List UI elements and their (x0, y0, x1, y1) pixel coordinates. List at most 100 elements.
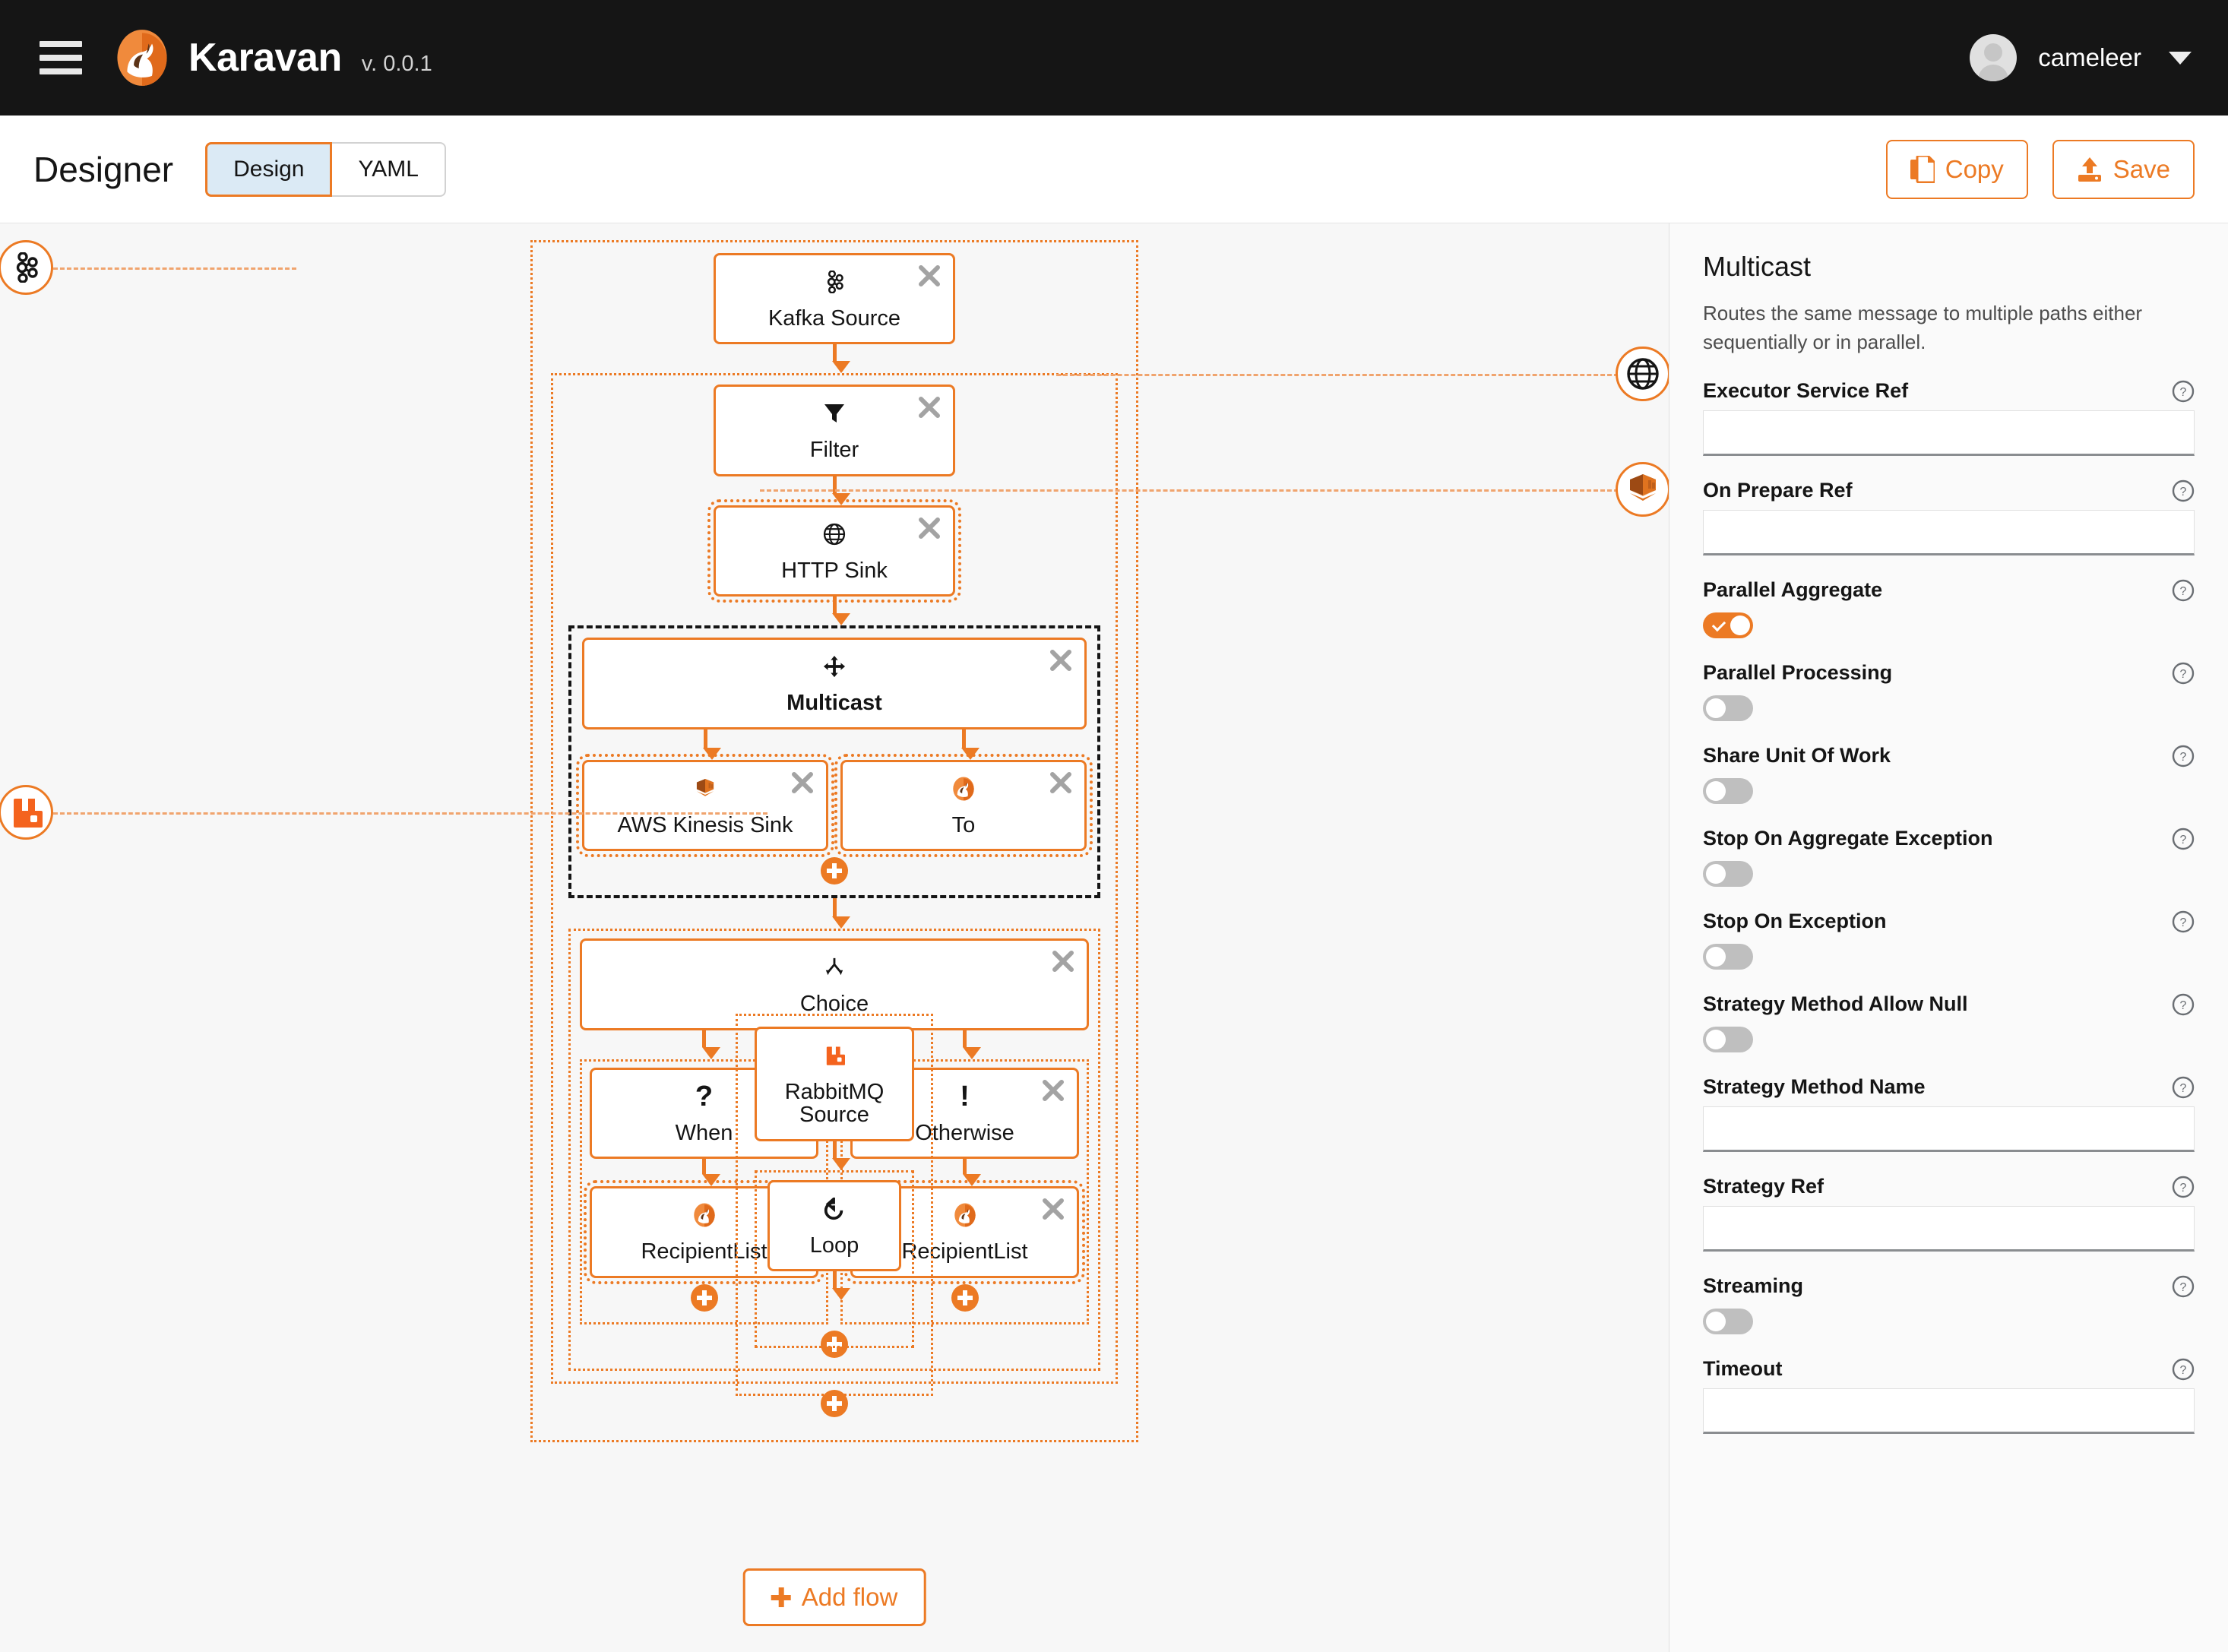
upload-icon (2077, 157, 2103, 182)
add-step-otherwise[interactable] (951, 1283, 979, 1312)
node-filter[interactable]: Filter (714, 385, 955, 476)
question-circle-icon[interactable]: ? (2172, 745, 2195, 767)
question-circle-icon[interactable]: ? (2172, 1076, 2195, 1099)
question-circle-icon[interactable]: ? (2172, 1275, 2195, 1298)
field-strategy-method-allow-null: Strategy Method Allow Null ? (1703, 992, 2195, 1053)
field-label: Stop On Exception (1703, 910, 1887, 933)
strategy-ref-input[interactable] (1703, 1206, 2195, 1252)
stop-on-exception-toggle[interactable] (1703, 944, 1753, 970)
connector-http (1056, 374, 1619, 376)
subheader: Designer Design YAML Copy (0, 116, 2228, 223)
field-share-unit-of-work: Share Unit Of Work ? (1703, 744, 2195, 805)
close-icon[interactable] (1048, 647, 1074, 673)
add-flow-wrap: Add flow (742, 1568, 926, 1626)
close-icon[interactable] (1050, 948, 1076, 974)
node-kafka-source[interactable]: Kafka Source (714, 253, 955, 345)
field-parallel-aggregate: Parallel Aggregate ? (1703, 578, 2195, 639)
avatar (1970, 34, 2018, 81)
question-circle-icon[interactable]: ? (2172, 1176, 2195, 1198)
node-label: Loop (809, 1233, 859, 1258)
tab-yaml[interactable]: YAML (332, 141, 446, 197)
multicast-branches: AWS Kinesis Sink (576, 729, 1093, 858)
parallel-aggregate-toggle[interactable] (1703, 612, 1753, 639)
close-icon[interactable] (790, 770, 815, 796)
svg-text:?: ? (2180, 486, 2187, 498)
close-icon[interactable] (1040, 1078, 1066, 1103)
executor-service-ref-input[interactable] (1703, 410, 2195, 457)
flow-2-container: RabbitMQ Source Loop (736, 1014, 933, 1397)
streaming-toggle[interactable] (1703, 1309, 1753, 1335)
kafka-badge[interactable] (0, 240, 53, 295)
add-step-choice[interactable] (821, 1330, 848, 1358)
node-label: RecipientList (901, 1239, 1028, 1264)
node-label: Kafka Source (767, 306, 901, 331)
add-flow-button[interactable]: Add flow (742, 1568, 926, 1626)
node-http-sink[interactable]: HTTP Sink (707, 498, 961, 603)
field-label: Parallel Aggregate (1703, 578, 1883, 602)
node-label: RecipientList (641, 1239, 767, 1264)
arrow (832, 476, 850, 505)
properties-description: Routes the same message to multiple path… (1703, 302, 2143, 353)
node-multicast[interactable]: Multicast (582, 638, 1087, 729)
add-step-when[interactable] (690, 1283, 718, 1312)
close-icon[interactable] (916, 263, 942, 289)
connector-kafka (53, 267, 296, 270)
rabbitmq-badge[interactable] (0, 785, 53, 840)
close-icon[interactable] (1040, 1196, 1066, 1222)
node-rabbitmq-source[interactable]: RabbitMQ Source (755, 1027, 914, 1141)
arrow (832, 344, 850, 374)
page-title: Designer (33, 149, 174, 189)
aws-kinesis-badge[interactable] (1616, 462, 1669, 517)
question-circle-icon[interactable]: ? (2172, 828, 2195, 850)
aws-kinesis-icon (584, 773, 826, 805)
add-step-multicast[interactable] (821, 857, 848, 885)
stop-on-aggregate-exception-toggle[interactable] (1703, 861, 1753, 888)
node-label: RabbitMQ Source (784, 1080, 885, 1128)
exclamation-mark-icon: ! (960, 1080, 970, 1112)
strategy-method-name-input[interactable] (1703, 1106, 2195, 1153)
designer-canvas[interactable]: Kafka Source Filter (0, 223, 1669, 1652)
field-label: Streaming (1703, 1274, 1804, 1298)
close-icon[interactable] (1048, 770, 1074, 796)
user-menu[interactable]: cameleer (1970, 34, 2192, 81)
arrow (832, 597, 850, 626)
close-icon[interactable] (916, 394, 942, 420)
close-icon[interactable] (916, 515, 942, 541)
question-circle-icon[interactable]: ? (2172, 993, 2195, 1016)
parallel-processing-toggle[interactable] (1703, 695, 1753, 722)
question-circle-icon[interactable]: ? (2172, 380, 2195, 403)
question-circle-icon[interactable]: ? (2172, 579, 2195, 602)
arrow (703, 729, 721, 760)
aws-kinesis-icon (1630, 474, 1656, 501)
rabbitmq-icon (757, 1040, 912, 1071)
camel-logo-icon (116, 29, 169, 87)
node-aws-kinesis-sink[interactable]: AWS Kinesis Sink (576, 753, 834, 858)
node-to[interactable]: To (834, 753, 1093, 858)
strategy-method-allow-null-toggle[interactable] (1703, 1027, 1753, 1053)
field-label: Parallel Processing (1703, 661, 1893, 685)
svg-text:?: ? (2180, 751, 2187, 764)
node-label: Multicast (786, 691, 882, 716)
share-unit-of-work-toggle[interactable] (1703, 778, 1753, 805)
on-prepare-ref-input[interactable] (1703, 510, 2195, 556)
arrow (962, 1030, 981, 1059)
question-mark-icon: ? (695, 1080, 714, 1112)
question-circle-icon[interactable]: ? (2172, 662, 2195, 685)
chevron-down-icon[interactable] (2169, 51, 2192, 65)
hamburger-icon[interactable] (40, 41, 82, 74)
timeout-input[interactable] (1703, 1388, 2195, 1435)
question-circle-icon[interactable]: ? (2172, 910, 2195, 933)
question-circle-icon[interactable]: ? (2172, 479, 2195, 502)
http-badge[interactable] (1616, 347, 1669, 401)
copy-button[interactable]: Copy (1885, 139, 2028, 199)
node-loop[interactable]: Loop (767, 1179, 901, 1272)
save-button[interactable]: Save (2052, 139, 2195, 199)
properties-title: Multicast (1703, 251, 1812, 282)
svg-text:?: ? (2180, 585, 2187, 598)
tab-design[interactable]: Design (205, 141, 333, 197)
svg-text:?: ? (2180, 668, 2187, 681)
field-timeout: Timeout ? (1703, 1357, 2195, 1435)
field-label: Timeout (1703, 1357, 1783, 1381)
brand-version: v. 0.0.1 (361, 51, 432, 76)
question-circle-icon[interactable]: ? (2172, 1358, 2195, 1381)
